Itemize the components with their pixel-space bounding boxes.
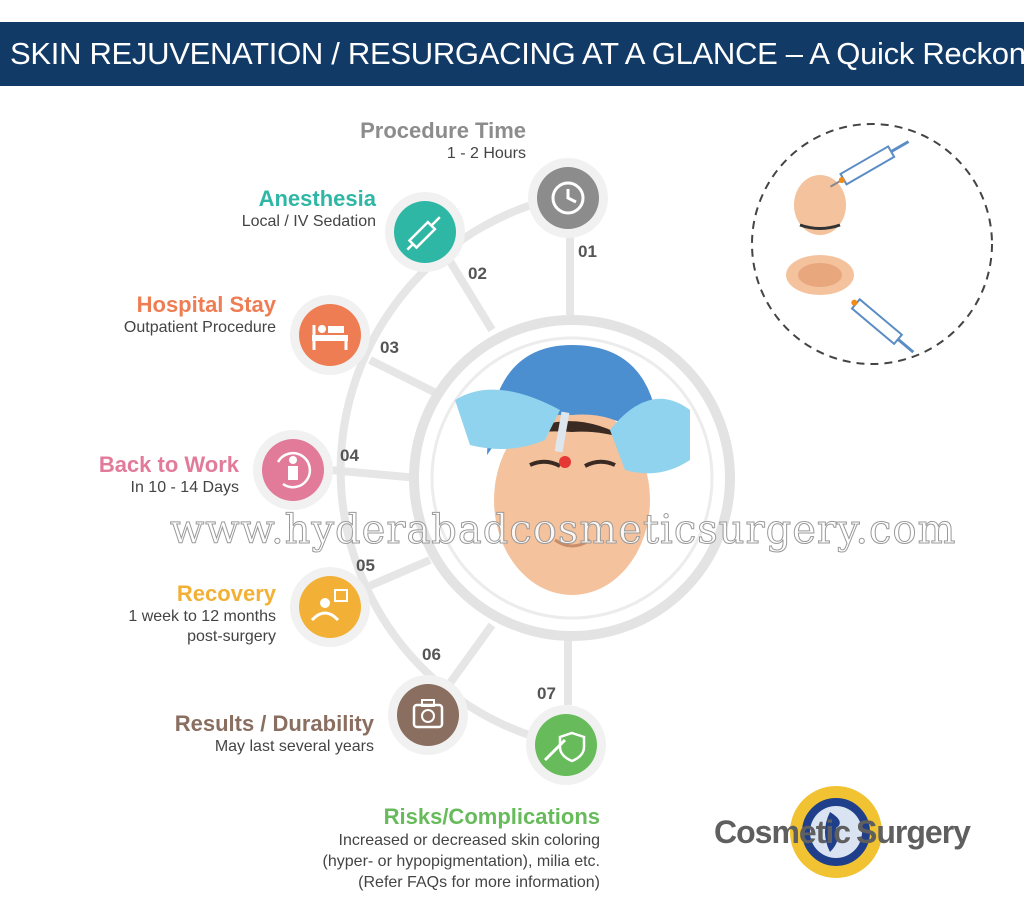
step-subtitle-line: 1 week to 12 months xyxy=(128,608,276,625)
step-title: Hospital Stay xyxy=(136,292,276,317)
logo-emblem-icon xyxy=(790,786,882,878)
step-label-01: Procedure Time 1 - 2 Hours xyxy=(360,118,526,164)
step-number-06: 06 xyxy=(422,645,441,664)
step-node-06 xyxy=(388,675,468,755)
logo-word-right: Surgery xyxy=(856,814,971,850)
return-to-work-icon xyxy=(276,451,312,489)
hospital-bed-icon xyxy=(312,325,348,350)
step-label-02: Anesthesia Local / IV Sedation xyxy=(242,186,376,232)
step-number-04: 04 xyxy=(340,446,359,465)
step-subtitle: In 10 - 14 Days xyxy=(130,479,240,496)
step-subtitle: May last several years xyxy=(214,738,374,755)
step-node-02 xyxy=(385,192,465,272)
step-title: Back to Work xyxy=(98,452,239,477)
step-subtitle-line: (hyper- or hypopigmentation), milia etc. xyxy=(322,853,600,870)
step-subtitle-line: post-surgery xyxy=(187,628,276,645)
syringe-icon xyxy=(406,216,441,251)
step-label-05: Recovery 1 week to 12 months post-surger… xyxy=(128,581,276,647)
step-subtitle-line: Increased or decreased skin coloring xyxy=(338,832,600,849)
step-node-05 xyxy=(290,567,370,647)
step-number-07: 07 xyxy=(537,684,556,703)
connector-spokes xyxy=(329,235,574,705)
shield-syringe-icon xyxy=(543,731,586,763)
recovery-icon xyxy=(310,589,348,622)
step-title: Procedure Time xyxy=(360,118,526,143)
step-node-03 xyxy=(290,295,370,375)
step-label-07: Risks/Complications Increased or decreas… xyxy=(300,804,600,893)
step-node-04 xyxy=(253,430,333,510)
step-number-05: 05 xyxy=(356,556,375,575)
clock-icon xyxy=(551,181,585,215)
logo-word-left: Cosmetic xyxy=(714,814,851,850)
step-subtitle-line: (Refer FAQs for more information) xyxy=(358,874,600,891)
step-node-07 xyxy=(526,705,606,785)
medical-kit-icon xyxy=(412,699,444,729)
step-node-01 xyxy=(528,158,608,238)
step-title: Recovery xyxy=(176,581,276,606)
step-subtitle: Local / IV Sedation xyxy=(241,213,376,230)
injection-illustration xyxy=(751,123,993,365)
step-title: Anesthesia xyxy=(258,186,376,211)
page-title: SKIN REJUVENATION / RESURGACING AT A GLA… xyxy=(10,36,1024,71)
step-number-01: 01 xyxy=(578,242,597,261)
step-number-02: 02 xyxy=(468,264,487,283)
step-number-03: 03 xyxy=(380,338,399,357)
title-banner: SKIN REJUVENATION / RESURGACING AT A GLA… xyxy=(0,22,1024,86)
step-title: Results / Durability xyxy=(174,711,374,736)
step-subtitle: 1 - 2 Hours xyxy=(446,145,526,162)
step-label-06: Results / Durability May last several ye… xyxy=(175,711,374,757)
step-subtitle: Outpatient Procedure xyxy=(123,319,276,336)
center-portrait xyxy=(409,315,735,641)
step-label-03: Hospital Stay Outpatient Procedure xyxy=(124,292,276,338)
step-label-04: Back to Work In 10 - 14 Days xyxy=(99,452,239,498)
step-title: Risks/Complications xyxy=(383,804,600,829)
brand-logo: Cosmetic Surgery xyxy=(712,780,971,890)
